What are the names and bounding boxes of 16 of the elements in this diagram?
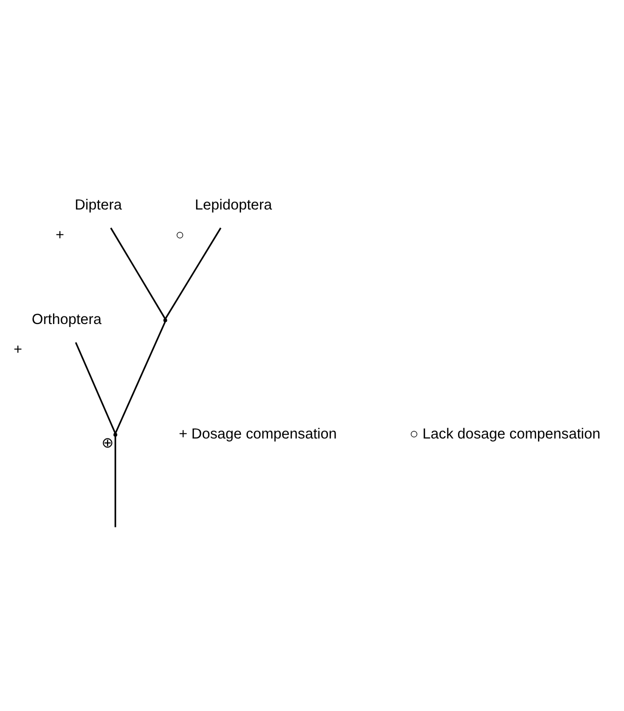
node-label: + <box>14 341 22 358</box>
node-label: ○ <box>175 226 184 243</box>
node-text: Diptera <box>74 197 122 214</box>
label: + Dosage compensation <box>178 426 337 442</box>
node-text: Orthoptera <box>32 312 102 328</box>
node-label: + <box>56 226 64 243</box>
node-text: Lepidoptera <box>194 197 272 214</box>
node-point <box>163 318 168 322</box>
connector <box>75 342 116 433</box>
connector <box>114 320 166 433</box>
label: ○ Lack dosage compensation <box>410 426 600 442</box>
connector <box>110 227 166 319</box>
connector <box>114 436 116 527</box>
node-point <box>113 432 118 436</box>
node-label: ⊕ <box>101 435 114 452</box>
connector <box>164 227 222 319</box>
